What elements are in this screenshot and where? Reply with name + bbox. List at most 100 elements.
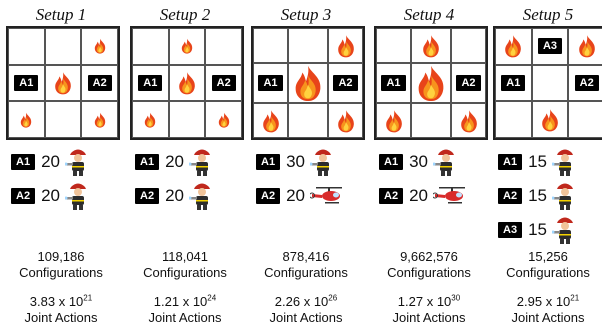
grid-cell: A1 [376, 63, 411, 103]
agent-badge: A1 [379, 154, 404, 170]
agent-badge: A1 [498, 154, 523, 170]
agent-badge: A1 [381, 75, 406, 91]
fire-icon [262, 109, 279, 132]
grid-cell [132, 28, 169, 65]
grid-cell: A1 [253, 63, 288, 103]
grid-cell [81, 101, 118, 138]
grid-cell [44, 28, 82, 65]
grid-cell [451, 28, 486, 63]
helicopter-icon [310, 187, 343, 204]
agent-badge: A2 [574, 74, 599, 91]
grid-cell [168, 64, 206, 102]
firefighter-icon [433, 149, 455, 176]
joint-actions-count: 2.26 x 1026 [274, 293, 338, 309]
agent-count: 20 [41, 152, 60, 171]
firefighter-icon [65, 183, 87, 210]
agent-badge: A1 [501, 74, 526, 91]
agent-count: 20 [286, 186, 305, 205]
agent-badge: A1 [14, 74, 39, 91]
fire-icon [181, 39, 193, 54]
fire-icon [218, 112, 229, 128]
grid-cell [411, 103, 451, 138]
grid-cell: A1 [495, 64, 532, 102]
grid-cell [205, 101, 242, 138]
agent-badge: A1 [138, 74, 163, 91]
agent-count: 15 [528, 152, 547, 171]
configurations-label: Configurations [264, 265, 348, 280]
setup-title: Setup 4 [403, 5, 455, 24]
grid-cell [328, 103, 363, 138]
joint-actions-count: 1.21 x 1024 [153, 293, 217, 309]
firefighter-icon [552, 183, 574, 210]
setup-title: Setup 5 [522, 5, 574, 24]
configurations-count: 109,186 [37, 249, 85, 264]
grid-cell [288, 103, 328, 138]
agent-badge: A3 [537, 38, 563, 55]
agent-badge: A1 [256, 154, 281, 170]
grid-map: A1 A2 [6, 26, 120, 140]
joint-actions-label: Joint Actions [511, 310, 585, 325]
agent-badge: A2 [135, 188, 160, 204]
configurations-count: 878,416 [282, 249, 330, 264]
grid-cell [253, 103, 288, 138]
fire-icon [460, 109, 477, 132]
setup-title: Setup 1 [35, 5, 87, 24]
fire-icon [179, 72, 195, 95]
joint-actions-count: 1.27 x 1030 [397, 293, 461, 309]
firefighter-icon [310, 149, 332, 176]
grid-cell [568, 101, 602, 138]
agent-badge: A1 [135, 154, 160, 170]
grid-cell [253, 28, 288, 63]
configurations-count: 15,256 [528, 249, 568, 264]
grid-cell: A2 [81, 64, 118, 102]
firefighter-icon [552, 149, 574, 176]
grid-cell [328, 28, 363, 63]
setup-title: Setup 2 [159, 5, 211, 24]
grid-cell [495, 101, 532, 138]
grid-cell [376, 103, 411, 138]
agent-badge: A3 [498, 222, 523, 238]
firefighter-icon [65, 149, 87, 176]
grid-cell [531, 64, 569, 102]
fire-icon [337, 109, 354, 132]
grid-cell [8, 101, 45, 138]
joint-actions-label: Joint Actions [392, 310, 466, 325]
agent-count: 20 [165, 152, 184, 171]
grid-cell: A1 [8, 64, 45, 102]
agent-badge: A2 [87, 74, 112, 91]
grid-cell [8, 28, 45, 65]
fire-icon [418, 65, 444, 102]
helicopter-icon [433, 187, 466, 204]
grid-cell [411, 28, 451, 63]
grid-cell: A3 [531, 28, 569, 65]
joint-actions-label: Joint Actions [148, 310, 222, 325]
firefighter-icon [189, 149, 211, 176]
agent-row: A1 15 [498, 148, 578, 176]
joint-actions-label: Joint Actions [24, 310, 98, 325]
fire-icon [505, 35, 522, 58]
configurations-count: 118,041 [161, 249, 209, 264]
grid-cell: A2 [568, 64, 602, 102]
fire-icon [94, 39, 105, 54]
fire-icon [295, 65, 321, 102]
grid-cell [168, 101, 206, 138]
agent-count: 20 [409, 186, 428, 205]
grid-cell [168, 28, 206, 65]
grid-cell: A1 [132, 64, 169, 102]
